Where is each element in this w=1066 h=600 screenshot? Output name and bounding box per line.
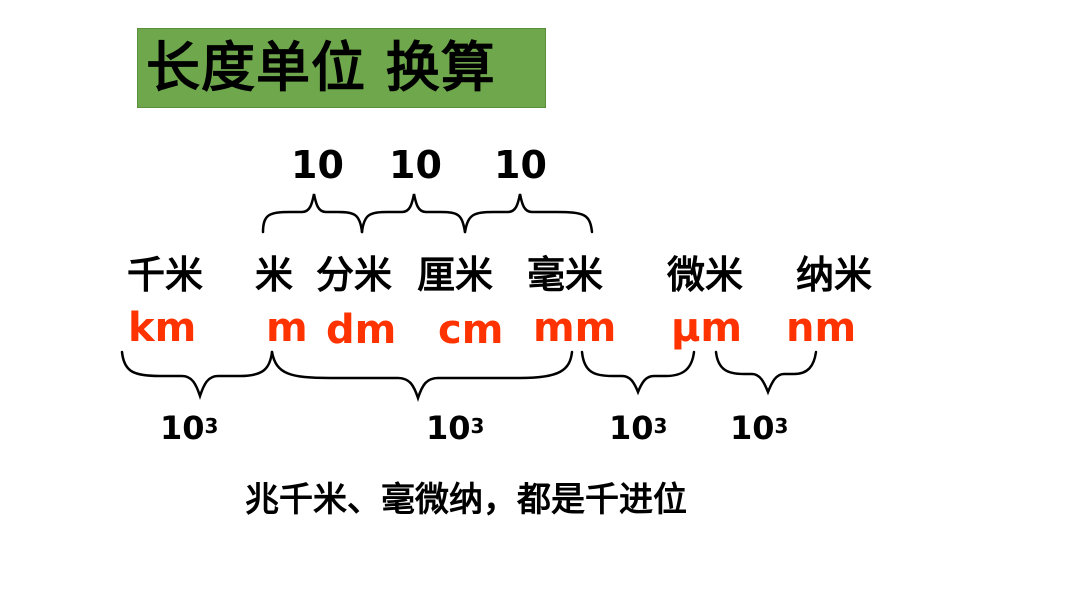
bottom-factor-mm-um: 103	[609, 410, 667, 446]
factor-exponent: 3	[470, 414, 485, 438]
bottom-factor-km-m: 103	[160, 410, 218, 446]
bottom-brace-m-mm	[270, 350, 574, 402]
unit-symbol-km: km	[128, 305, 197, 351]
factor-base: 10	[609, 409, 654, 447]
unit-symbol-nm: nm	[786, 305, 857, 351]
unit-cn-cm: 厘米	[417, 253, 494, 297]
factor-exponent: 3	[653, 414, 668, 438]
bottom-brace-mm-um	[580, 350, 696, 396]
bottom-factor-m-mm: 103	[426, 410, 484, 446]
unit-symbol-mm: mm	[533, 305, 617, 351]
factor-base: 10	[160, 409, 205, 447]
unit-cn-mm: 毫米	[527, 253, 604, 297]
top-brace-m-dm	[261, 193, 364, 234]
unit-cn-nm: 纳米	[796, 253, 873, 297]
factor-exponent: 3	[204, 414, 219, 438]
unit-symbol-cm: cm	[438, 307, 504, 353]
top-factor-cm-mm: 10	[494, 143, 547, 187]
unit-symbol-m: m	[266, 305, 308, 351]
unit-symbol-um: μm	[671, 305, 743, 351]
bottom-brace-km-m	[120, 350, 274, 400]
unit-cn-km: 千米	[127, 253, 204, 297]
factor-base: 10	[730, 409, 775, 447]
unit-symbol-dm: dm	[326, 307, 397, 353]
factor-base: 10	[426, 409, 471, 447]
title-box: 长度单位 换算	[137, 28, 546, 108]
top-brace-dm-cm	[360, 193, 467, 234]
mnemonic-note: 兆千米、毫微纳，都是千进位	[245, 480, 687, 520]
top-factor-dm-cm: 10	[389, 143, 442, 187]
bottom-brace-um-nm	[714, 350, 818, 396]
top-brace-cm-mm	[463, 193, 594, 234]
unit-cn-dm: 分米	[316, 253, 393, 297]
page-title: 长度单位 换算	[146, 36, 496, 99]
unit-cn-m: 米	[255, 253, 294, 297]
top-factor-m-dm: 10	[291, 143, 344, 187]
unit-cn-um: 微米	[667, 253, 744, 297]
bottom-factor-um-nm: 103	[730, 410, 788, 446]
factor-exponent: 3	[774, 414, 789, 438]
